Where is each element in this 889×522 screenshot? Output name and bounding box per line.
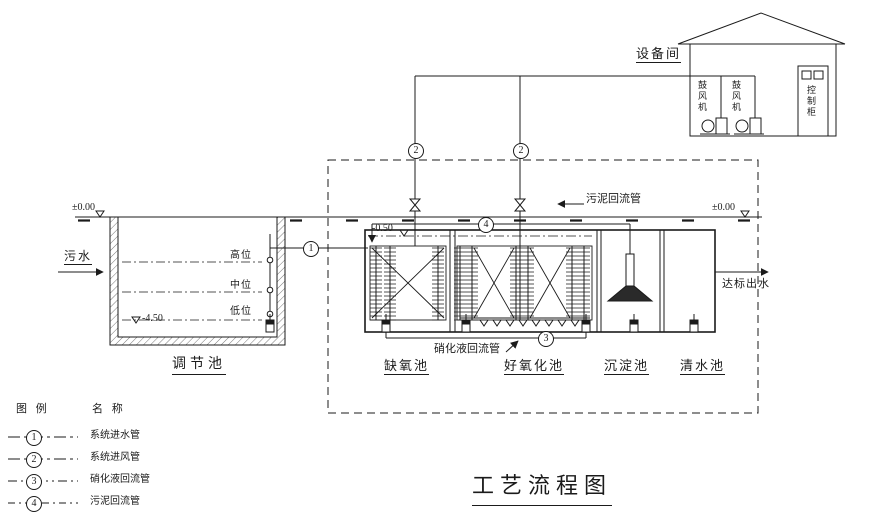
- level-low-label: 低位: [230, 306, 252, 317]
- blower-left-icon: [700, 76, 730, 135]
- elevation-tank-bottom: -4.50: [142, 313, 163, 324]
- legend-header-symbol: 图 例: [16, 403, 50, 415]
- nitrified-label-leader-arrow: [505, 340, 519, 353]
- marker-inlet-pipe: 1: [303, 241, 319, 257]
- legend-marker-4: 4: [26, 496, 42, 512]
- valve-icon: [514, 198, 526, 212]
- level-high-label: 高位: [230, 250, 252, 261]
- aerobic-tank-label: 好氧化池: [504, 358, 565, 375]
- submersible-pump-icon: [581, 313, 591, 333]
- submersible-pump-icon: [381, 313, 391, 333]
- legend-item-4-label: 污泥回流管: [90, 496, 140, 507]
- plant-boundary-dashed-box: [327, 159, 759, 414]
- media-brush-icon: [521, 245, 535, 321]
- mixer-cross-lines: [371, 247, 571, 319]
- blower-right-icon: [734, 76, 764, 135]
- equipment-room-drawing: [677, 12, 846, 137]
- treatment-tanks-drawing: [364, 224, 716, 333]
- sedimentation-hopper: [606, 224, 654, 302]
- submersible-pump-icon: [629, 313, 639, 333]
- diffuser-icon: [492, 319, 502, 327]
- diffuser-icon: [505, 319, 515, 327]
- diagram-title: 工艺流程图: [472, 468, 613, 506]
- diffuser-icon: [518, 319, 528, 327]
- legend-line-samples: [8, 436, 78, 504]
- sewage-inflow-label: 污水: [64, 249, 93, 265]
- effluent-label: 达标出水: [722, 278, 770, 290]
- media-brush-icon: [369, 245, 383, 321]
- elevation-ground-left: ±0.00: [72, 202, 95, 213]
- media-brush-icon: [453, 245, 467, 321]
- legend-item-3-label: 硝化液回流管: [90, 474, 150, 485]
- submersible-pump-icon: [689, 313, 699, 333]
- submersible-pump-icon: [461, 313, 471, 333]
- media-brush-icon: [431, 245, 445, 321]
- tank-wall-hatch: [109, 216, 286, 346]
- control-cabinet-label: 控制柜: [806, 85, 816, 118]
- control-cabinet-icon: [797, 65, 829, 137]
- level-mid-label: 中位: [230, 280, 252, 291]
- legend-marker-2: 2: [26, 452, 42, 468]
- equipment-room-label: 设备间: [636, 46, 682, 63]
- legend-item-2-label: 系统进风管: [90, 452, 140, 463]
- elevation-ground-right: ±0.00: [712, 202, 735, 213]
- marker-nitrified-return: 3: [538, 331, 554, 347]
- nitrified-return-pipe-label: 硝化液回流管: [434, 343, 500, 355]
- roof-outline: [677, 12, 846, 45]
- media-brush-icon: [465, 245, 479, 321]
- building-outline: [689, 43, 837, 137]
- diffuser-icon: [557, 319, 567, 327]
- clear-water-tank-label: 清水池: [680, 358, 726, 375]
- diffuser-icon: [479, 319, 489, 327]
- elevation-water-level: -0.50: [372, 223, 393, 234]
- marker-air-pipe-2: 2: [513, 143, 529, 159]
- anoxic-tank-label: 缺氧池: [384, 358, 430, 375]
- marker-sludge-return: 4: [478, 217, 494, 233]
- marker-air-pipe-1: 2: [408, 143, 424, 159]
- sludge-return-line: [368, 200, 630, 243]
- sludge-return-pipe-label: 污泥回流管: [586, 193, 641, 205]
- elevation-flag-icons: [95, 210, 750, 324]
- diffuser-icon: [544, 319, 554, 327]
- ground-line: [75, 216, 762, 222]
- legend-header-name: 名 称: [92, 403, 126, 415]
- media-brush-icon: [577, 245, 591, 321]
- legend-marker-3: 3: [26, 474, 42, 490]
- diffuser-icon: [570, 319, 580, 327]
- regulation-tank-label: 调节池: [172, 358, 226, 375]
- valve-icon: [409, 198, 421, 212]
- float-switch-icon: [266, 286, 274, 297]
- legend-marker-1: 1: [26, 430, 42, 446]
- float-switch-icon: [266, 256, 274, 267]
- legend-item-1-label: 系统进水管: [90, 430, 140, 441]
- media-brush-icon: [383, 245, 397, 321]
- media-brush-icon: [565, 245, 579, 321]
- diffuser-icon: [531, 319, 541, 327]
- sedimentation-tank-label: 沉淀池: [604, 358, 650, 375]
- blower-left-label: 鼓风机: [697, 80, 707, 113]
- submersible-pump-icon: [265, 313, 275, 333]
- blower-right-label: 鼓风机: [731, 80, 741, 113]
- regulation-tank-drawing: [58, 216, 368, 346]
- air-supply-pipes: [409, 75, 755, 320]
